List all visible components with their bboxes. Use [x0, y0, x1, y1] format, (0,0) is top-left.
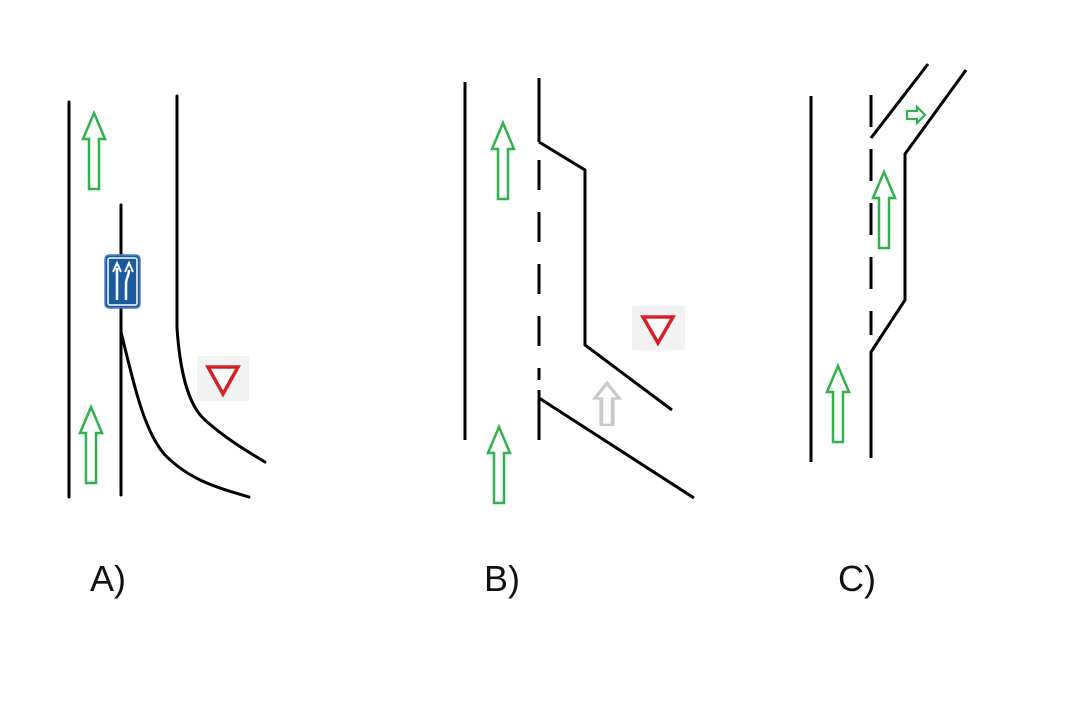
green-up-arrow: [486, 425, 512, 505]
panel-a-label: A): [90, 558, 126, 599]
panel-c: [809, 63, 968, 462]
panel-c-exit-edge: [869, 63, 930, 139]
yield-sign-icon: [197, 356, 249, 401]
panel-c-label: C): [838, 558, 876, 599]
gray-up-arrow: [591, 380, 623, 427]
green-up-arrow: [490, 121, 516, 201]
yield-sign-icon: [632, 306, 685, 350]
panel-b-label: B): [484, 558, 520, 599]
green-up-arrow: [81, 111, 107, 191]
small-green-right-arrow: [905, 104, 927, 126]
panel-c-lane-solid-bottom: [869, 69, 968, 458]
green-up-arrow: [871, 170, 897, 250]
lane-gain-sign-icon: [104, 254, 141, 309]
green-up-arrow: [825, 364, 851, 444]
panel-a: [67, 94, 267, 499]
panel-b: [463, 78, 695, 500]
panel-a-merge-curve-inner: [119, 330, 251, 499]
panel-a-merge-curve-outer: [175, 94, 267, 464]
panel-b-ramp-edge: [538, 396, 695, 500]
green-up-arrow: [78, 405, 104, 485]
panel-b-right-edge: [538, 140, 673, 412]
